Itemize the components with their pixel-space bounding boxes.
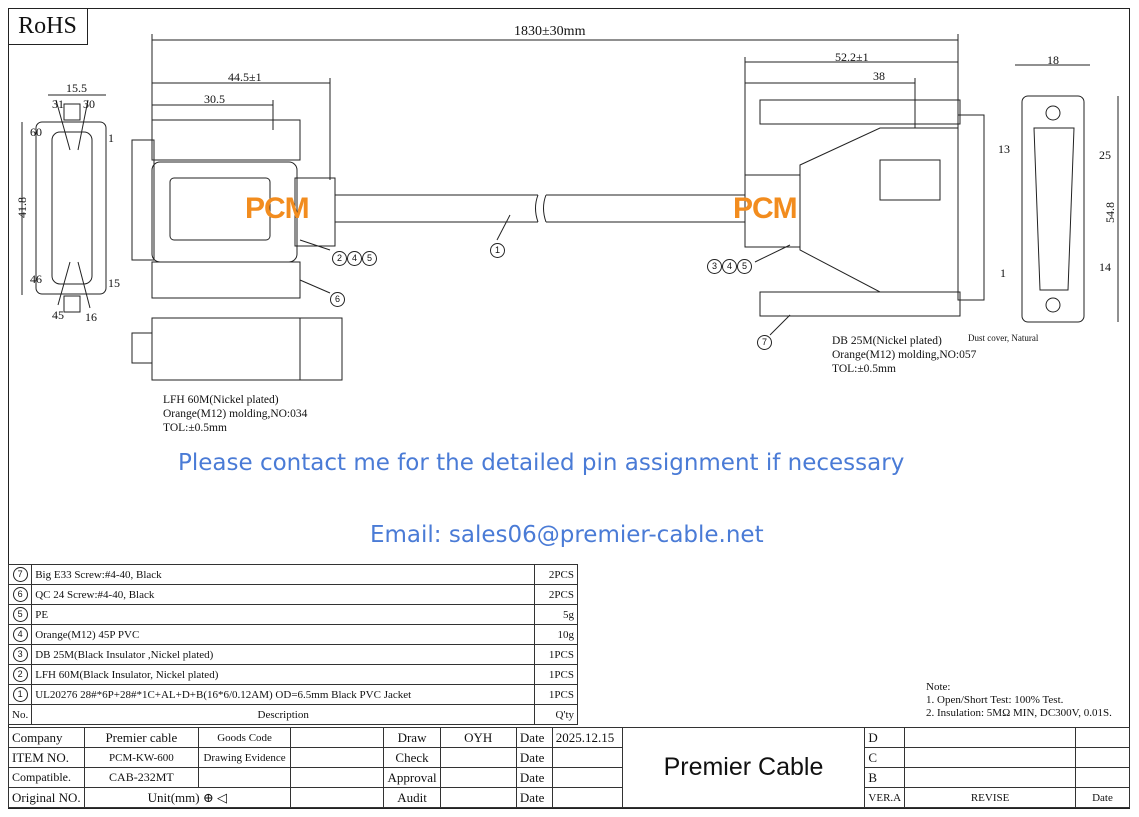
right-inner-dim: 38 (873, 69, 885, 83)
left-width-dim: 15.5 (66, 81, 87, 95)
right-pin-13: 13 (998, 142, 1010, 156)
contact-message: Please contact me for the detailed pin a… (178, 450, 905, 476)
pcm-watermark-right: PCM (733, 192, 798, 225)
pin-46-label: 46 (30, 272, 42, 286)
pin-60-label: 60 (30, 125, 42, 139)
right-connector-note: DB 25M(Nickel plated)Orange(M12) molding… (832, 335, 977, 375)
dust-cover-note: Dust cover, Natural (968, 333, 1039, 343)
right-pin-1: 1 (1000, 266, 1006, 280)
left-length-dim: 44.5±1 (228, 70, 262, 84)
right-width-dim: 18 (1047, 53, 1059, 67)
pin-30-label: 30 (83, 97, 95, 111)
left-inner-dim: 30.5 (204, 92, 225, 106)
right-pin-25: 25 (1099, 148, 1111, 162)
pin-1-label: 1 (108, 131, 114, 145)
callout-1: 1 (490, 240, 505, 258)
pin-31-label: 31 (52, 97, 64, 111)
email-line: Email: sales06@premier-cable.net (370, 522, 764, 548)
unit-cell: Unit(mm) ⊕ ◁ (83, 787, 292, 808)
test-notes: Note:1. Open/Short Test: 100% Test.2. In… (926, 681, 1112, 719)
right-length-dim: 52.2±1 (835, 50, 869, 64)
pin-15-label: 15 (108, 276, 120, 290)
left-connector-note: LFH 60M(Nickel plated)Orange(M12) moldin… (163, 394, 308, 434)
pcm-watermark-left: PCM (245, 192, 310, 225)
callout-7: 7 (757, 332, 772, 350)
callout-6: 6 (330, 289, 345, 307)
right-pin-14: 14 (1099, 260, 1111, 274)
projection-symbol-icon: ⊕ ◁ (202, 789, 227, 805)
pin-45-label: 45 (52, 308, 64, 322)
title-block: Company Premier cable Goods Code Draw OY… (8, 727, 1130, 808)
left-height-dim: 41.8 (15, 197, 29, 218)
rohs-badge: RoHS (8, 8, 88, 45)
drawing-frame (8, 8, 1130, 809)
pin-16-label: 16 (85, 310, 97, 324)
overall-length-dim: 1830±30mm (514, 24, 586, 39)
right-height-dim: 54.8 (1103, 202, 1117, 223)
brand-name: Premier Cable (621, 727, 866, 808)
